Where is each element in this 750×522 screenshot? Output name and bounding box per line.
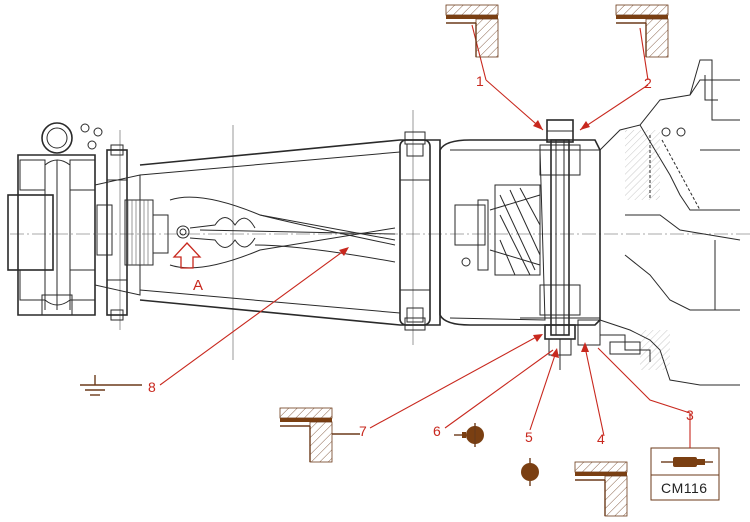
right-housing xyxy=(439,139,601,326)
view-arrow-icon xyxy=(172,242,202,269)
casting xyxy=(577,59,741,386)
leader-lines xyxy=(159,24,691,437)
rubber-pack xyxy=(124,199,169,266)
grease-nipple-icon xyxy=(521,458,539,486)
seal-surface-icon xyxy=(615,4,669,58)
king-bolt xyxy=(520,119,600,370)
seal-surface-icon xyxy=(574,461,628,517)
callout-2: 2 xyxy=(644,75,652,91)
ground-symbol-icon xyxy=(80,375,142,396)
middle-clamp xyxy=(399,131,431,331)
left-eye-flange xyxy=(7,122,103,316)
callout-5: 5 xyxy=(525,429,533,445)
grease-nipple-icon xyxy=(454,423,484,447)
callout-8: 8 xyxy=(148,379,156,395)
seal-surface-icon xyxy=(445,4,499,58)
callout-4: 4 xyxy=(597,431,605,447)
mechanical-assembly xyxy=(7,59,750,386)
view-label: A xyxy=(193,277,203,294)
callout-1: 1 xyxy=(476,73,484,89)
callout-6: 6 xyxy=(433,423,441,439)
clamp-bolts xyxy=(94,144,141,321)
lubricant-spec-text: CM116 xyxy=(661,480,708,496)
grease-gun-icon xyxy=(661,457,713,467)
lubricant-spec-box: CM116 xyxy=(650,447,720,501)
callout-numbers: 1 2 3 4 5 6 7 8 A xyxy=(148,73,694,447)
seal-surface-icon xyxy=(279,407,360,463)
callout-7: 7 xyxy=(359,423,367,439)
draw-bar-body xyxy=(139,139,441,326)
